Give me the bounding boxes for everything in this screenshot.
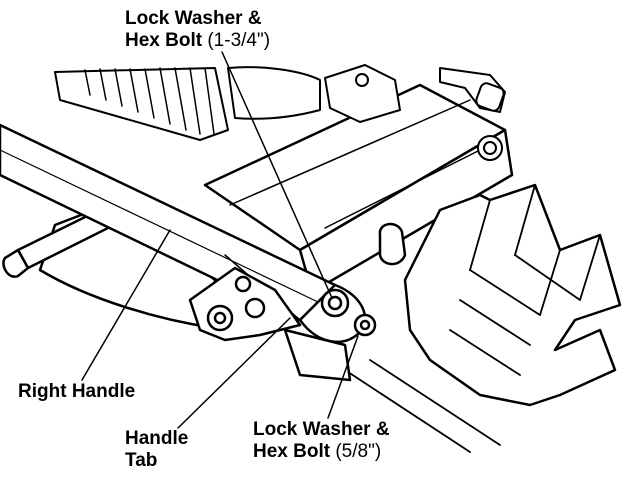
label-right-handle: Right Handle (18, 381, 136, 402)
label-handle-tab-line2: Tab (125, 450, 158, 471)
label-bottom-washer-bolt: Hex Bolt (253, 441, 331, 462)
leader-bottom-washer (327, 335, 359, 419)
label-bottom-washer-size: (5/8") (335, 441, 382, 462)
deck-body (203, 83, 514, 294)
label-handle-tab-line1: Handle (125, 428, 189, 449)
handle-tab-bracket (188, 266, 352, 382)
leader-right-handle (81, 229, 171, 381)
leader-handle-tab (177, 317, 291, 429)
label-top-washer-size: (1-3/4") (207, 30, 271, 51)
leader-lines (81, 51, 359, 429)
leader-top-washer (221, 51, 333, 299)
brush-roller (54, 66, 321, 141)
top-fittings (324, 64, 506, 161)
frame-steps (344, 183, 622, 453)
label-top-washer-bolt: Hex Bolt (125, 30, 203, 51)
label-top-washer-line1: Lock Washer & (125, 8, 262, 29)
label-top-washer: Lock Washer & Hex Bolt (1-3/4") (125, 8, 270, 52)
label-bottom-washer: Lock Washer & Hex Bolt (5/8") (253, 419, 390, 463)
label-handle-tab: Handle Tab (125, 428, 188, 472)
label-top-washer-line2: Hex Bolt (1-3/4") (125, 30, 270, 52)
label-bottom-washer-line1: Lock Washer & (253, 419, 390, 440)
label-bottom-washer-line2: Hex Bolt (5/8") (253, 441, 390, 463)
hex-bolts (320, 288, 377, 337)
